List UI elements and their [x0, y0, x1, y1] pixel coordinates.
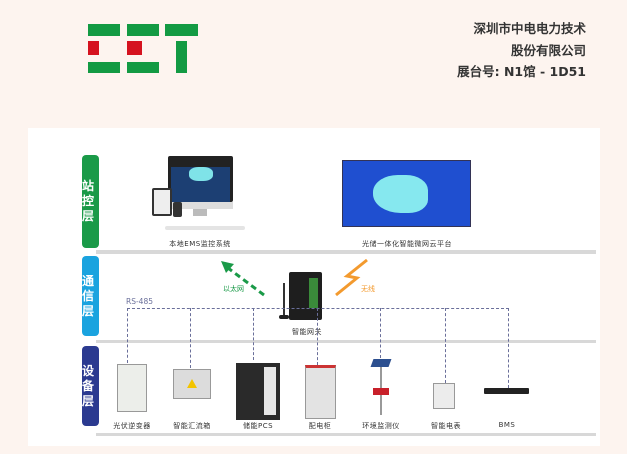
device-label: 光伏逆变器: [113, 422, 151, 430]
separator: [96, 433, 596, 436]
bus-drop: [508, 308, 509, 388]
rs485-bus-line: [127, 308, 509, 309]
bus-drop: [380, 308, 381, 358]
device-label: 配电柜: [308, 422, 332, 430]
bus-drop: [317, 308, 318, 365]
smart-meter-image: [433, 383, 455, 409]
bus-drop: [253, 308, 254, 360]
local-ems-label: 本地EMS监控系统: [169, 240, 231, 248]
layer-station: 站控层: [82, 155, 99, 248]
device-label: BMS: [498, 421, 516, 429]
wireless-lightning-icon: [335, 258, 368, 297]
bus-drop: [127, 308, 128, 363]
bus-drop: [445, 308, 446, 383]
bms-image: [484, 388, 529, 394]
pcs-cabinet-image: [236, 363, 280, 420]
device-label: 智能汇流箱: [173, 422, 211, 430]
cloud-platform-screen: [342, 160, 471, 227]
bus-drop: [190, 308, 191, 368]
wireless-label: 无线: [361, 285, 375, 293]
layer-device: 设备层: [82, 346, 99, 426]
ethernet-label: 以太网: [223, 285, 244, 293]
ethernet-arrow-icon: [221, 261, 265, 297]
separator: [96, 340, 596, 343]
cloud-platform-label: 光储一体化智能微网云平台: [362, 240, 452, 248]
booth-number: 展台号: N1馆 - 1D51: [457, 64, 586, 79]
gateway-label: 智能网关: [292, 328, 322, 336]
pv-inverter-image: [117, 364, 147, 412]
company-name-line1: 深圳市中电电力技术: [473, 21, 586, 36]
distribution-cabinet-image: [305, 365, 336, 419]
device-label: 储能PCS: [242, 422, 274, 430]
separator: [96, 250, 596, 254]
device-label: 环境监测仪: [362, 422, 400, 430]
company-name-line2: 股份有限公司: [510, 42, 586, 58]
layer-communication: 通信层: [82, 256, 99, 336]
combiner-box-image: [173, 369, 211, 399]
company-info: 深圳市中电电力技术 股份有限公司 展台号: N1馆 - 1D51: [457, 18, 586, 83]
rs485-label: RS-485: [126, 297, 153, 306]
device-label: 智能电表: [431, 422, 461, 430]
